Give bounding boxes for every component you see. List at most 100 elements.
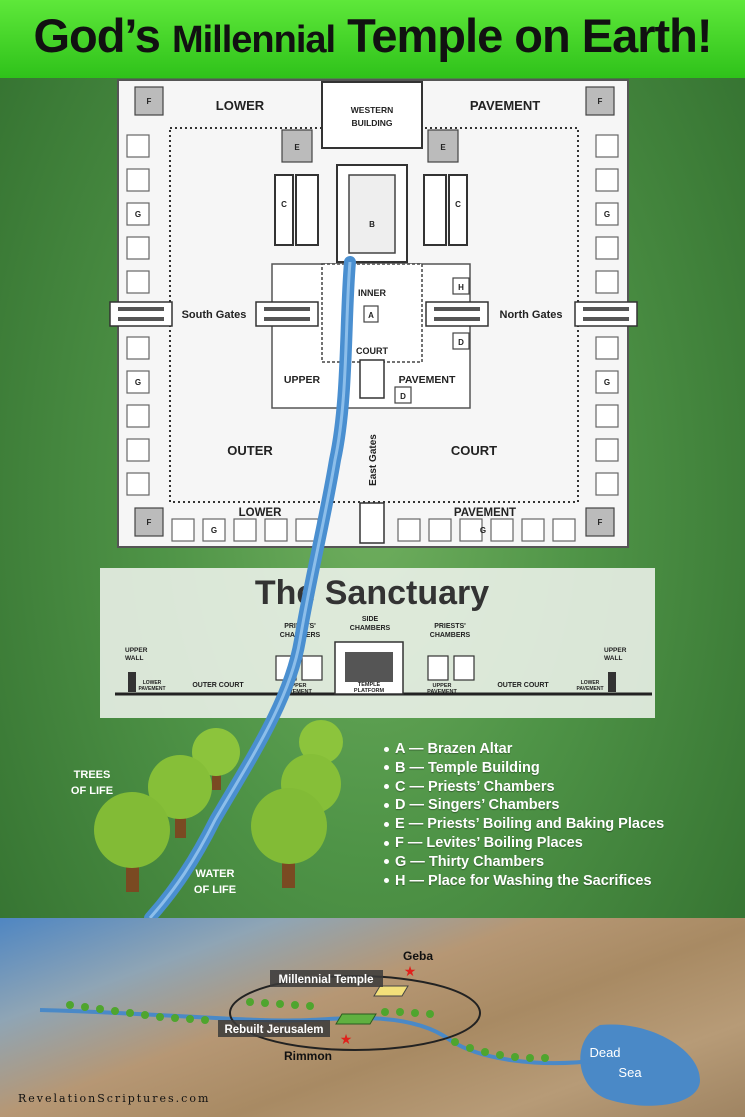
corner-kitchens [134, 86, 615, 537]
gates [109, 301, 638, 544]
lower-pavement-right-line1: LOWER [581, 680, 600, 686]
legend-item: E — Priests’ Boiling and Baking Places [384, 815, 734, 834]
legend-text: F — Levites’ Boiling Places [395, 834, 583, 851]
map-trees [66, 998, 549, 1062]
temple-platform-line2: PLATFORM [354, 688, 385, 694]
side-chambers-line2: CHAMBERS [350, 625, 391, 632]
rimmon-label: Rimmon [284, 1049, 332, 1063]
letter-a: A [368, 311, 374, 320]
trees-of-life-line2: OF LIFE [71, 785, 113, 797]
letter-c-right: C [455, 200, 461, 209]
upper-pavement-right-line1: UPPER [433, 683, 452, 689]
legend-item: D — Singers’ Chambers [384, 796, 734, 815]
upper-label: UPPER [284, 374, 321, 386]
geba-star: ★ [404, 963, 417, 979]
inner-label: INNER [358, 288, 387, 298]
priests-chambers [274, 174, 468, 246]
lower-pavement-left-line1: LOWER [143, 680, 162, 686]
bottom-pavement-label: PAVEMENT [454, 507, 516, 519]
south-gates-label: South Gates [182, 309, 247, 321]
letter-g-5: G [211, 526, 217, 535]
jerusalem-marker [335, 1013, 377, 1025]
letter-d-lower: D [400, 392, 406, 401]
banner-title: God’s Millennial Temple on Earth! [0, 8, 745, 63]
legend-text: D — Singers’ Chambers [395, 797, 560, 814]
trees-of-life [94, 720, 343, 892]
letter-g-2: G [135, 378, 141, 387]
water-of-life-line2: OF LIFE [194, 884, 236, 896]
title-banner: God’s Millennial Temple on Earth! [0, 0, 745, 78]
priests-chambers-right-line2: CHAMBERS [430, 632, 471, 639]
temple-marker [373, 985, 409, 997]
priests-chambers-right-line1: PRIESTS' [434, 623, 466, 630]
temple-sanctuary [348, 174, 396, 254]
upper-pavement-left-line2: PAVEMENT [282, 689, 312, 695]
city-boundary [229, 975, 481, 1051]
legend-item: B — Temple Building [384, 759, 734, 778]
millennial-temple-label: Millennial Temple [279, 974, 374, 986]
east-gates-label: East Gates [368, 434, 379, 486]
western-building [321, 81, 423, 149]
sanctuary-panel: The Sanctuary UPPER WALL UPPER WALL PRIE… [100, 568, 655, 718]
outer-court-label: COURT [451, 443, 497, 458]
tree-3 [94, 792, 170, 892]
upper-wall-right-line1: UPPER [604, 647, 627, 654]
legend-item: F — Levites’ Boiling Places [384, 834, 734, 853]
outer-court-right: OUTER COURT [497, 682, 549, 689]
side-chambers-line1: SIDE [362, 616, 379, 623]
legend-item: H — Place for Washing the Sacrifices [384, 872, 734, 891]
dead-sea [580, 1024, 700, 1106]
tree-6 [251, 788, 327, 888]
letter-f-tl: F [147, 97, 152, 106]
dead-sea-line1: Dead [589, 1045, 620, 1060]
rebuilt-jerusalem-label: Rebuilt Jerusalem [224, 1024, 323, 1036]
letter-g-3: G [604, 210, 610, 219]
sanctuary-title: The Sanctuary [255, 574, 489, 612]
jerusalem-label-bg [218, 1020, 330, 1037]
letter-b: B [369, 220, 375, 229]
legend-text: G — Thirty Chambers [395, 853, 545, 870]
water-of-life-line1: WATER [196, 868, 235, 880]
letter-h: H [458, 283, 464, 292]
small-boxes [363, 277, 470, 404]
temple-label-bg [270, 970, 383, 987]
gate-details [118, 307, 629, 321]
lower-pavement-right-line2: PAVEMENT [576, 686, 603, 692]
letter-f-tr: F [598, 97, 603, 106]
site-watermark: RevelationScriptures.com [18, 1092, 211, 1105]
banner-title-word3: Temple on Earth! [347, 9, 712, 62]
outer-court-left: OUTER COURT [192, 682, 244, 689]
letter-e-right: E [440, 143, 446, 152]
western-building-line1: WESTERN [351, 105, 394, 115]
banner-title-word2: Millennial [171, 19, 336, 61]
banner-title-word1: God’s [33, 9, 160, 62]
geba-label: Geba [403, 949, 433, 963]
plan-lower-label: LOWER [216, 98, 265, 113]
temple-platform-line1: TEMPLE [358, 682, 381, 688]
letter-e-left: E [294, 143, 300, 152]
temple-section-inner [345, 652, 393, 682]
letter-f-bl: F [147, 518, 152, 527]
letter-d-upper: D [458, 338, 464, 347]
letter-c-left: C [281, 200, 287, 209]
legend: A — Brazen Altar B — Temple Building C —… [384, 740, 734, 890]
river-highlight [148, 261, 352, 919]
lower-pavement-left-line2: PAVEMENT [138, 686, 165, 692]
legend-item: C — Priests’ Chambers [384, 778, 734, 797]
boiling-places [281, 129, 459, 163]
letter-g-4: G [604, 378, 610, 387]
legend-text: H — Place for Washing the Sacrifices [395, 872, 652, 889]
upper-pavement-left-line1: UPPER [288, 683, 307, 689]
right-chambers [595, 134, 619, 496]
tree-1 [192, 728, 240, 790]
inner-court-label: COURT [356, 346, 388, 356]
upper-wall-left-line1: UPPER [125, 647, 148, 654]
north-gates-label: North Gates [500, 309, 563, 321]
legend-text: A — Brazen Altar [395, 741, 513, 757]
plan-pavement-label: PAVEMENT [470, 98, 540, 113]
rimmon-star: ★ [340, 1031, 353, 1047]
western-building-line2: BUILDING [351, 118, 392, 128]
legend-text: E — Priests’ Boiling and Baking Places [395, 816, 665, 833]
